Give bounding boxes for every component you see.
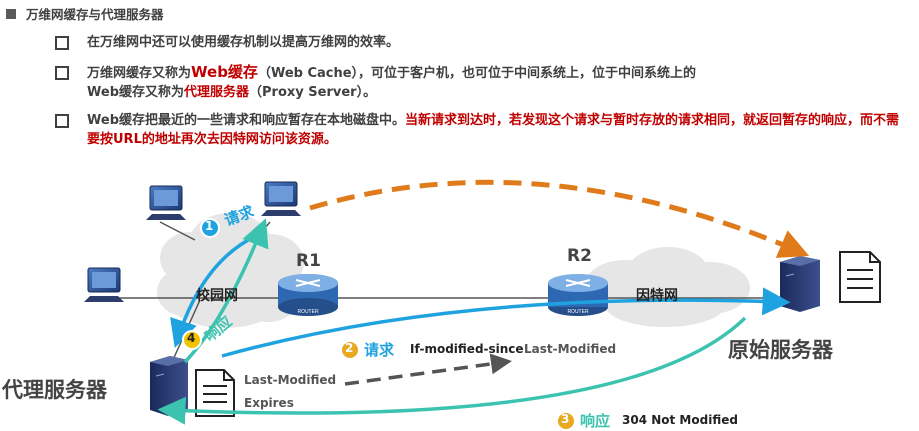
step3-label: 响应 — [580, 412, 611, 430]
bullet-2-text-c: Web缓存又称为 — [87, 85, 184, 100]
pc-icon — [84, 267, 124, 302]
step3-response-arrow — [157, 316, 747, 425]
step3-badge — [556, 411, 576, 430]
bullet-3-text: Web缓存把最近的一些请求和响应暂存在本地磁盘中。当新请求到达时，若发现这个请求… — [87, 111, 905, 149]
pc-icon — [261, 181, 301, 216]
bullet-1-text: 在万维网中还可以使用缓存机制以提高万维网的效率。 — [87, 35, 400, 50]
bullet-3-red-a: 当新请求到达时，若发现这个请求与暂时存放的请求相同，就返回暂存的响应，而不需要按… — [87, 113, 900, 147]
bullet-2: 万维网缓存又称为Web缓存（Web Cache），可位于客户机，也可位于中间系统… — [55, 63, 696, 102]
step3-status: 304 Not Modified — [622, 413, 738, 427]
last-modified-arrow — [344, 353, 512, 386]
step4-number: 4 — [187, 331, 196, 345]
step2-number: 2 — [345, 341, 354, 355]
internet-label: 因特网 — [636, 288, 678, 304]
origin-server-label: 原始服务器 — [728, 338, 833, 362]
direct-request-arrow — [309, 179, 810, 258]
router-r2-text: ROUTER — [567, 309, 589, 315]
step2-badge — [340, 340, 360, 360]
step4-badge — [182, 330, 202, 350]
section-header: 万维网缓存与代理服务器 — [6, 4, 164, 23]
bullet-2-text-a: 万维网缓存又称为 — [87, 66, 192, 81]
bullet-2-red-a: Web缓存 — [191, 63, 258, 81]
bullet-square-icon — [55, 66, 69, 80]
step3-number: 3 — [561, 412, 570, 426]
bullet-square-icon — [55, 36, 69, 50]
campus-label: 校园网 — [196, 288, 238, 304]
router-r1-text: ROUTER — [297, 309, 319, 315]
bullet-2-red-b: 代理服务器 — [184, 85, 250, 100]
bullet-3-text-a: Web缓存把最近的一些请求和响应暂存在本地磁盘中。 — [87, 113, 405, 128]
bullet-3: Web缓存把最近的一些请求和响应暂存在本地磁盘中。当新请求到达时，若发现这个请求… — [55, 111, 905, 149]
step2-value: Last-Modified — [524, 342, 617, 356]
step1-badge — [200, 218, 220, 238]
bullet-2-text-d: （Proxy Server）。 — [249, 85, 377, 100]
origin-document-icon — [839, 251, 881, 303]
origin-server-icon — [780, 256, 820, 312]
step2-request-arrow — [221, 287, 791, 358]
bullet-square-icon — [55, 114, 69, 128]
bullet-2-text-b: （Web Cache），可位于客户机，也可位于中间系统上，位于中间系统上的 — [257, 66, 697, 81]
pc-icon — [146, 185, 186, 220]
step2-header: If-modified-since — [410, 342, 524, 356]
step1-number: 1 — [205, 219, 214, 233]
router-r1-label: R1 — [296, 251, 321, 271]
header-title: 万维网缓存与代理服务器 — [26, 7, 164, 22]
step4-response-arrow — [183, 218, 269, 364]
proxy-server-label: 代理服务器 — [2, 378, 107, 402]
doc-line-expires: Expires — [244, 396, 294, 410]
bullet-1: 在万维网中还可以使用缓存机制以提高万维网的效率。 — [55, 33, 399, 52]
router-r1-icon — [278, 274, 338, 316]
doc-line-last-modified: Last-Modified — [244, 373, 337, 387]
bullet-2-text: 万维网缓存又称为Web缓存（Web Cache），可位于客户机，也可位于中间系统… — [87, 63, 696, 102]
step2-label: 请求 — [364, 341, 395, 359]
router-r2-label: R2 — [567, 246, 592, 266]
cached-document-icon — [195, 369, 235, 417]
header-square-icon — [6, 8, 16, 19]
proxy-server-icon — [150, 356, 188, 416]
pc-link — [159, 221, 196, 241]
